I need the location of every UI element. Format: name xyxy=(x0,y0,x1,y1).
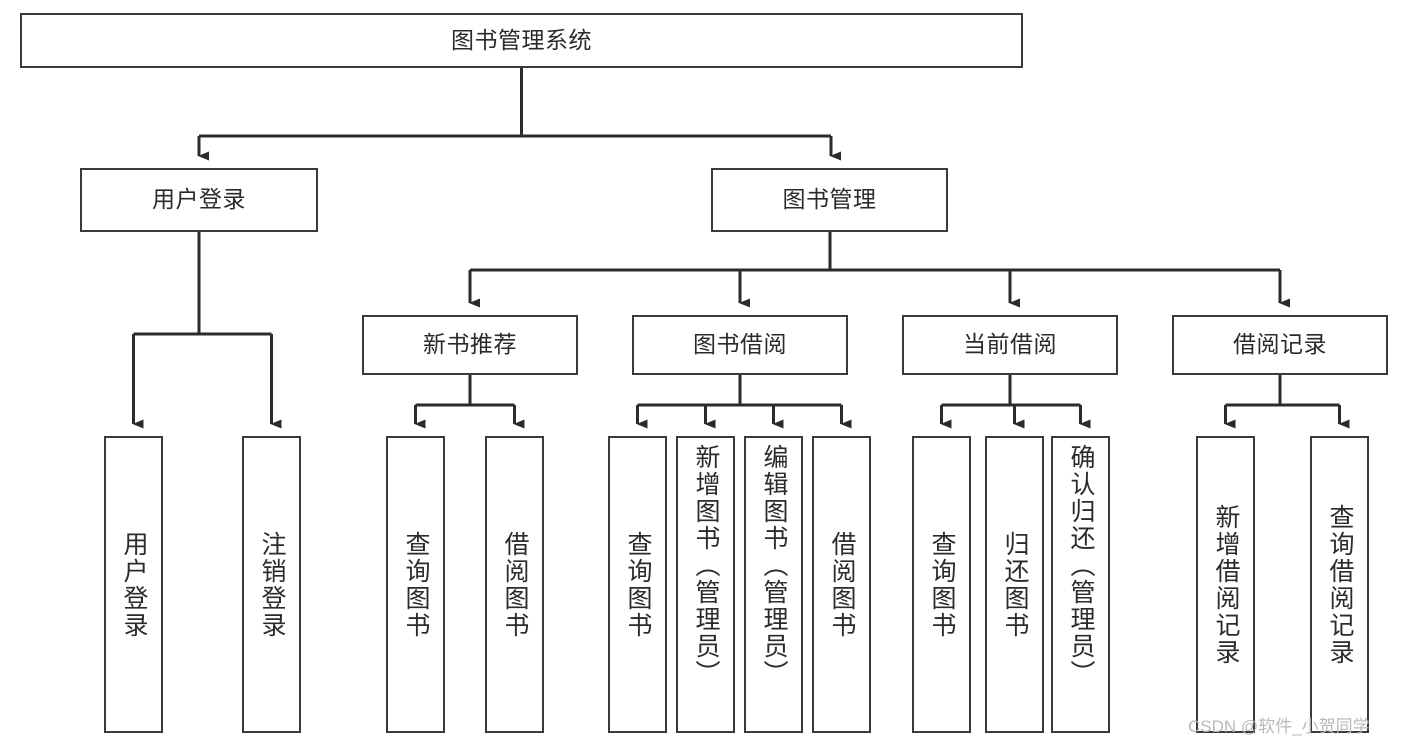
node-leaf-confirm-return-label: 确认归还（管理员） xyxy=(1067,444,1095,687)
node-leaf-borrow-book-2-label: 借阅图书 xyxy=(828,530,856,639)
node-leaf-borrow-book-2[interactable]: 借阅图书 xyxy=(812,436,871,733)
csdn-watermark: CSDN @软件_小贺同学 xyxy=(1188,717,1370,736)
node-leaf-user-login-label: 用户登录 xyxy=(120,530,148,639)
node-leaf-borrow-book-1-label: 借阅图书 xyxy=(501,530,529,639)
node-current-borrow[interactable]: 当前借阅 xyxy=(902,315,1118,375)
node-borrow-record-label: 借阅记录 xyxy=(1233,331,1327,358)
node-leaf-add-book[interactable]: 新增图书（管理员） xyxy=(676,436,735,733)
node-leaf-add-record-label: 新增借阅记录 xyxy=(1212,503,1240,666)
node-book-borrow[interactable]: 图书借阅 xyxy=(632,315,848,375)
node-leaf-query-record-label: 查询借阅记录 xyxy=(1326,503,1354,666)
node-leaf-borrow-book-1[interactable]: 借阅图书 xyxy=(485,436,544,733)
node-borrow-record[interactable]: 借阅记录 xyxy=(1172,315,1388,375)
node-leaf-query-book-1[interactable]: 查询图书 xyxy=(386,436,445,733)
node-root[interactable]: 图书管理系统 xyxy=(20,13,1023,68)
node-book-manage-label: 图书管理 xyxy=(782,186,877,213)
node-leaf-return-book[interactable]: 归还图书 xyxy=(985,436,1044,733)
node-leaf-query-book-2-label: 查询图书 xyxy=(624,530,652,639)
node-leaf-edit-book-label: 编辑图书（管理员） xyxy=(760,444,788,687)
node-book-borrow-label: 图书借阅 xyxy=(693,331,787,358)
node-new-book-rec-label: 新书推荐 xyxy=(423,331,517,358)
node-leaf-return-book-label: 归还图书 xyxy=(1001,530,1029,639)
node-leaf-user-login[interactable]: 用户登录 xyxy=(104,436,163,733)
node-leaf-query-book-2[interactable]: 查询图书 xyxy=(608,436,667,733)
node-user-login[interactable]: 用户登录 xyxy=(80,168,318,232)
node-leaf-query-record[interactable]: 查询借阅记录 xyxy=(1310,436,1369,733)
node-leaf-confirm-return[interactable]: 确认归还（管理员） xyxy=(1051,436,1110,733)
node-leaf-edit-book[interactable]: 编辑图书（管理员） xyxy=(744,436,803,733)
node-leaf-user-logout[interactable]: 注销登录 xyxy=(242,436,301,733)
node-leaf-add-record[interactable]: 新增借阅记录 xyxy=(1196,436,1255,733)
node-leaf-query-book-1-label: 查询图书 xyxy=(402,530,430,639)
node-leaf-user-logout-label: 注销登录 xyxy=(258,530,286,639)
node-leaf-query-book-3[interactable]: 查询图书 xyxy=(912,436,971,733)
node-current-borrow-label: 当前借阅 xyxy=(963,331,1057,358)
node-user-login-label: 用户登录 xyxy=(152,186,246,213)
node-leaf-query-book-3-label: 查询图书 xyxy=(928,530,956,639)
node-new-book-rec[interactable]: 新书推荐 xyxy=(362,315,578,375)
node-root-label: 图书管理系统 xyxy=(451,26,592,53)
node-book-manage[interactable]: 图书管理 xyxy=(711,168,948,232)
node-leaf-add-book-label: 新增图书（管理员） xyxy=(692,444,720,687)
